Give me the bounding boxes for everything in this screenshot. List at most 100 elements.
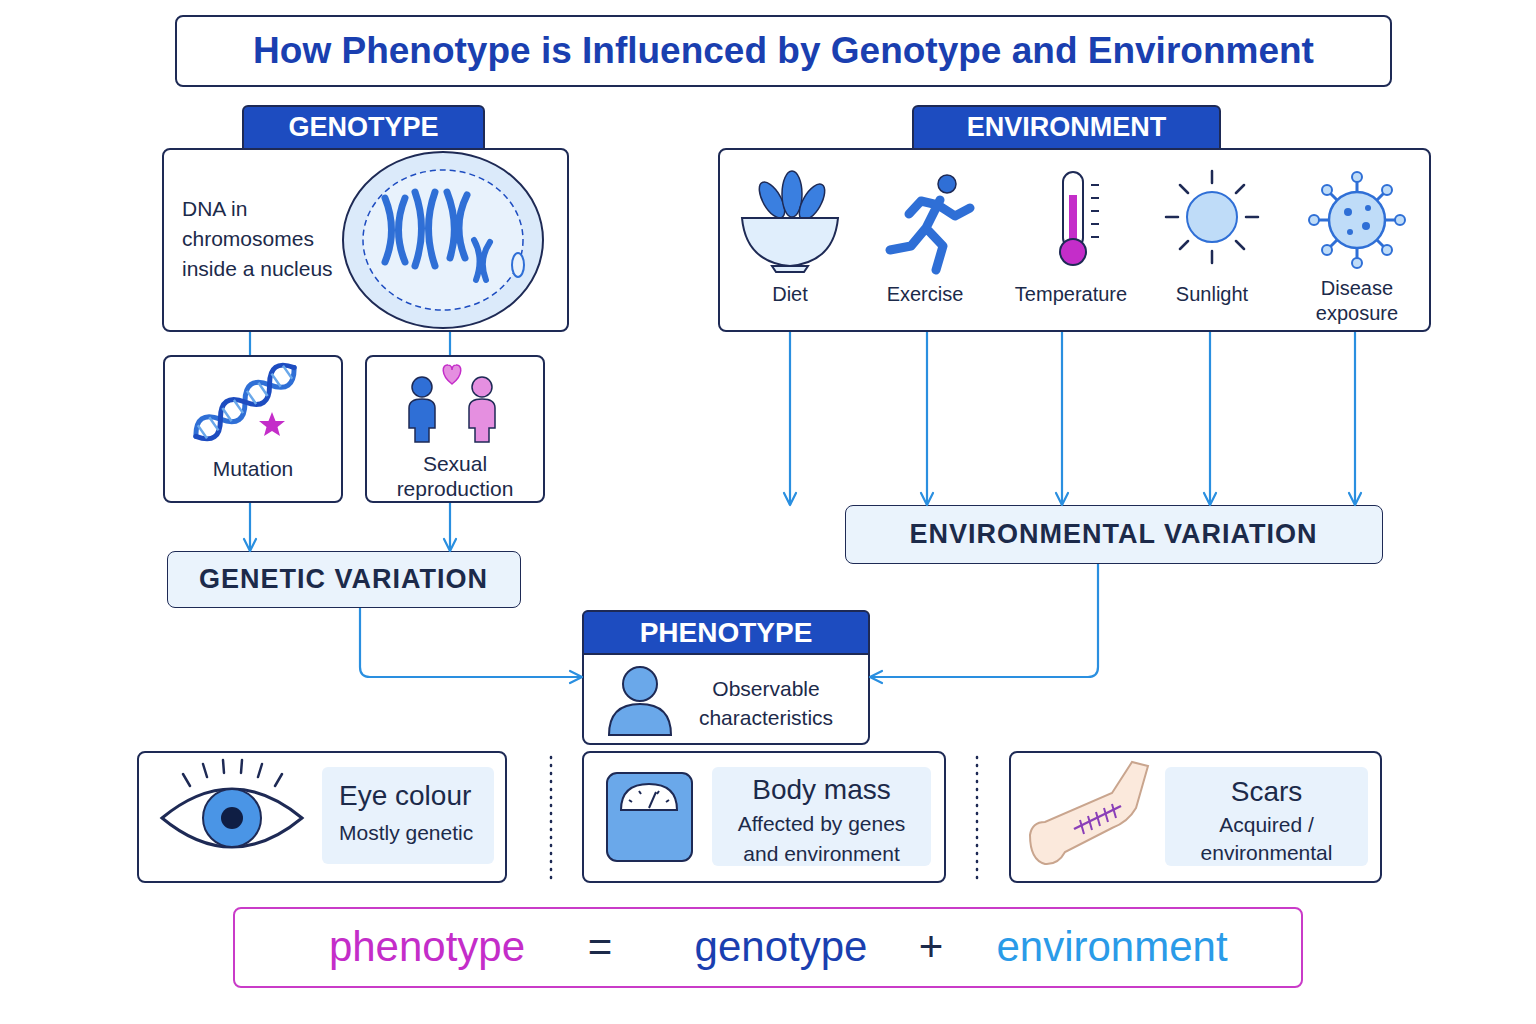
example-title: Body mass — [712, 773, 931, 807]
example-title: Eye colour — [339, 779, 499, 813]
box-description: Observable characteristics — [676, 674, 856, 732]
factor-label: Sunlight — [1147, 282, 1277, 307]
virus-knob — [1352, 172, 1362, 182]
example-box: Eye colourMostly genetic — [137, 751, 507, 883]
scale-body — [607, 773, 692, 861]
virus-dot — [1344, 208, 1352, 216]
thermometer-ticks — [1091, 185, 1099, 237]
example-note: Affected by genes and environment — [721, 809, 922, 869]
eye-iris — [203, 789, 261, 847]
thermometer-bulb — [1060, 239, 1086, 265]
dotted-separator — [550, 757, 553, 880]
box-description: DNA in chromosomes inside a nucleus — [182, 194, 350, 284]
factor-label: Exercise — [860, 282, 990, 307]
virus-knob — [1382, 185, 1392, 195]
diagram-title: How Phenotype is Influenced by Genotype … — [177, 17, 1390, 85]
eye-lashes — [183, 760, 282, 786]
person-body — [469, 399, 495, 442]
runner-body — [890, 200, 970, 270]
band-label: ENVIRONMENTAL VARIATION — [846, 506, 1381, 562]
flow-arrow — [1354, 332, 1356, 505]
section-header: PHENOTYPE — [582, 610, 870, 655]
scar-line — [1074, 806, 1121, 829]
flow-arrow — [449, 503, 451, 551]
virus-body — [1329, 192, 1385, 248]
helix-strand — [190, 359, 301, 446]
virus-knob — [1352, 258, 1362, 268]
dna-helix — [190, 359, 301, 446]
chromosome — [415, 192, 435, 266]
flow-arrow — [249, 332, 251, 355]
example-note: Acquired / environmental — [1175, 811, 1358, 867]
virus-spikes — [1317, 180, 1397, 260]
factor-label: Disease exposure — [1302, 276, 1412, 326]
flow-arrow — [789, 332, 791, 505]
arm — [1030, 762, 1148, 864]
variation-band: ENVIRONMENTAL VARIATION — [845, 505, 1383, 564]
bowl — [742, 218, 838, 266]
sun-disc — [1187, 192, 1237, 242]
flow-arrow — [449, 332, 451, 355]
helix-strand — [190, 359, 301, 446]
factor-label: Diet — [725, 282, 855, 307]
person-head — [412, 377, 432, 397]
heart-symbol — [443, 365, 461, 384]
virus-dot — [1362, 222, 1370, 230]
flow-arrow — [926, 332, 928, 505]
example-box: ScarsAcquired / environmental — [1009, 751, 1382, 883]
eye-pupil — [221, 807, 243, 829]
person-body — [609, 704, 671, 735]
person-head — [623, 667, 657, 701]
thermometer-fluid — [1069, 195, 1077, 251]
person-head — [472, 377, 492, 397]
helix-rungs — [198, 366, 292, 439]
leaf — [782, 171, 802, 217]
example-box: Body massAffected by genes and environme… — [582, 751, 946, 883]
virus-dot — [1347, 229, 1353, 235]
section-header: ENVIRONMENT — [912, 105, 1221, 150]
flow-arrow — [1061, 332, 1063, 505]
flow-arrow — [249, 503, 251, 551]
section-header: GENOTYPE — [242, 105, 485, 150]
example-title: Scars — [1165, 775, 1368, 809]
band-label: GENETIC VARIATION — [168, 552, 519, 606]
leaf — [794, 180, 830, 224]
virus-knob — [1322, 185, 1332, 195]
box-label: Mutation — [165, 456, 341, 482]
chromosome — [447, 192, 467, 258]
chromosome — [385, 198, 405, 262]
flow-arrow — [870, 564, 1098, 677]
scar-stitches — [1080, 804, 1116, 834]
flow-arrow — [1209, 332, 1211, 505]
nucleus-outline — [343, 152, 543, 328]
virus-knob — [1322, 245, 1332, 255]
eye-outline — [162, 789, 302, 847]
box-label: Sexual reproduction — [377, 451, 533, 501]
dotted-separator — [976, 757, 979, 880]
leaf — [754, 178, 790, 222]
variation-band: GENETIC VARIATION — [167, 551, 521, 608]
flow-arrow — [360, 608, 582, 677]
virus-knob — [1309, 215, 1319, 225]
scale-dial — [621, 784, 677, 810]
virus-knob — [1382, 245, 1392, 255]
formula-term: phenotype — [277, 909, 577, 985]
example-note: Mostly genetic — [339, 819, 499, 847]
factor-label: Temperature — [1006, 282, 1136, 307]
phenotype-box: PHENOTYPE Observable characteristics — [582, 610, 870, 745]
virus-knob — [1395, 215, 1405, 225]
person-body — [409, 399, 435, 442]
chromosome — [474, 240, 490, 280]
process-box: Mutation — [163, 355, 343, 503]
chromosome-fragment — [512, 253, 524, 277]
formula-box: phenotype=genotype+environment — [233, 907, 1303, 988]
runner-head — [938, 175, 956, 193]
virus-dot — [1365, 205, 1371, 211]
environment-box: ENVIRONMENTDietExerciseTemperatureSunlig… — [718, 148, 1431, 332]
nucleus-inner — [363, 170, 523, 310]
thermometer-tube — [1063, 172, 1083, 248]
title-box: How Phenotype is Influenced by Genotype … — [175, 15, 1392, 87]
formula-term: genotype — [631, 909, 931, 985]
